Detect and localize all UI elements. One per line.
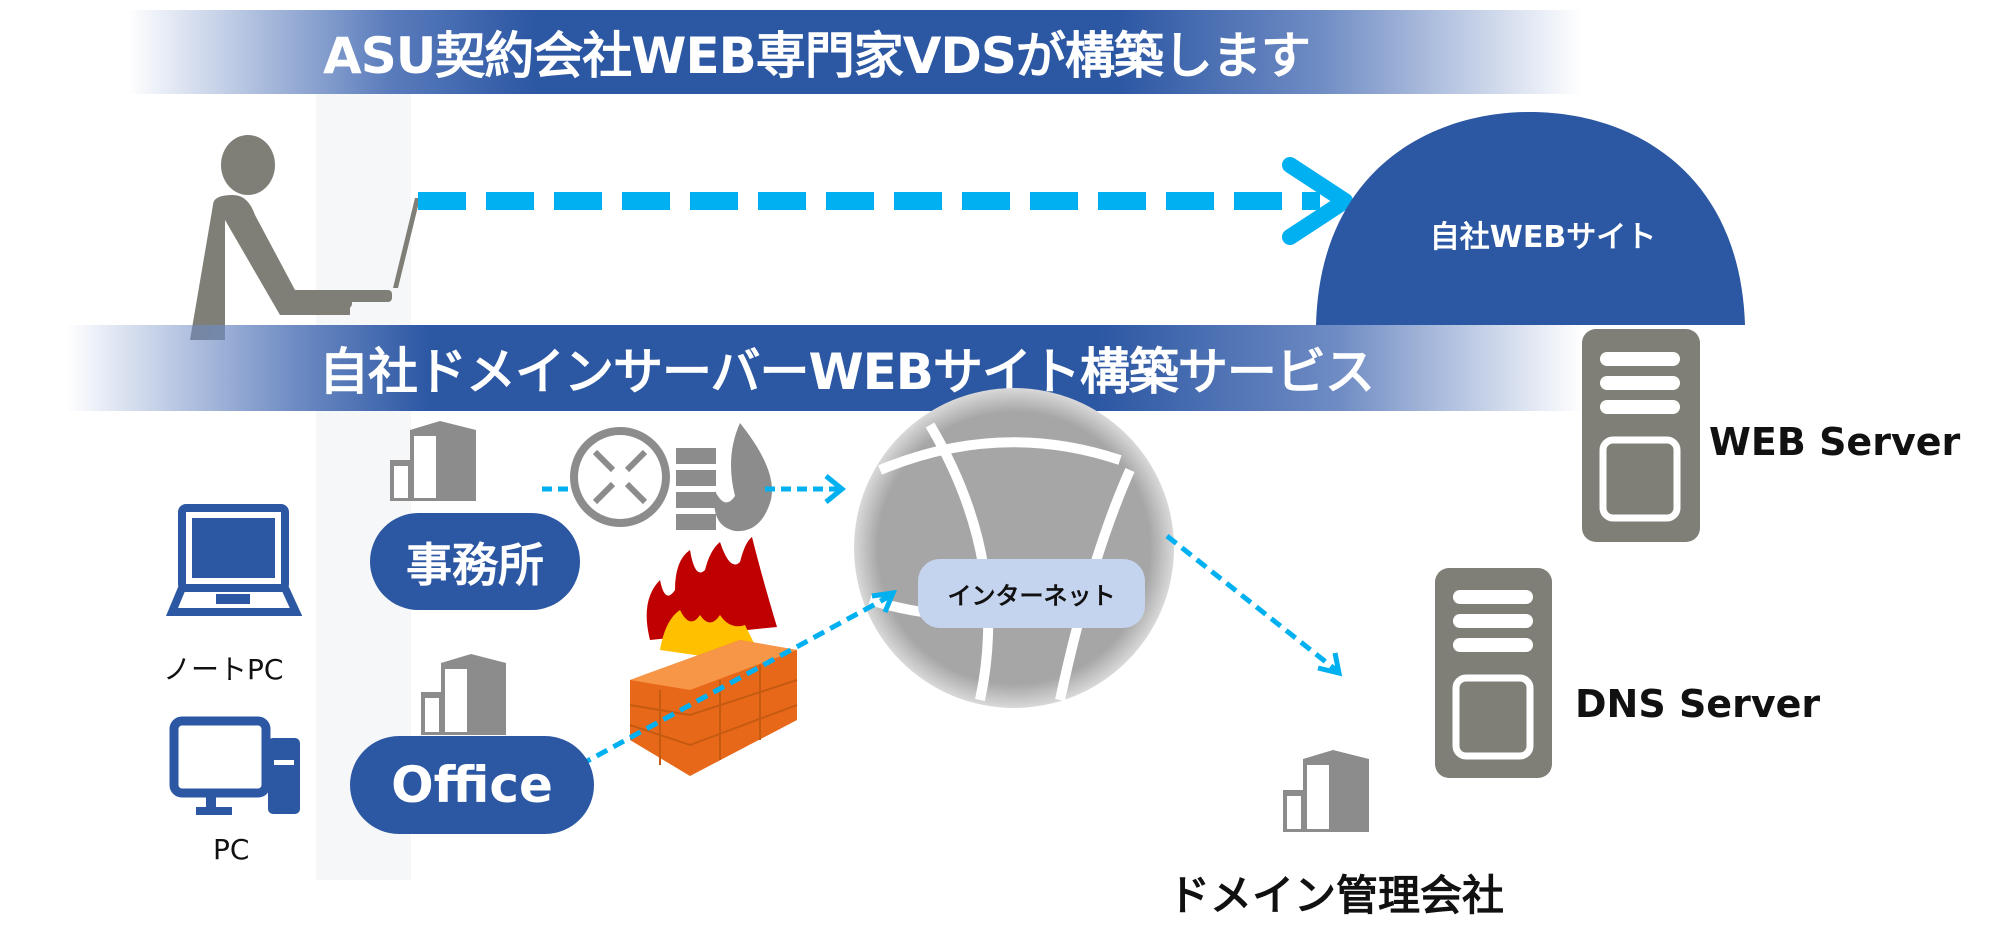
office-jp-building-icon xyxy=(390,421,476,501)
person-at-laptop-icon xyxy=(190,135,420,340)
dashed-arrow-to-website xyxy=(418,157,1353,245)
dns-server-label: DNS Server xyxy=(1575,682,1821,726)
dashed-arrow-office-router xyxy=(542,474,846,504)
service-banner: 自社ドメインサーバーWEBサイト構築サービス xyxy=(66,325,1582,411)
domain-company-label: ドメイン管理会社 xyxy=(1168,871,1505,920)
own-website-label: 自社WEBサイト xyxy=(1429,220,1657,255)
web-server-label: WEB Server xyxy=(1709,420,1961,464)
laptop-label: ノートPC xyxy=(163,653,284,686)
website-dome xyxy=(1316,112,1745,325)
pc-label: PC xyxy=(213,833,250,866)
service-banner-text: 自社ドメインサーバーWEBサイト構築サービス xyxy=(319,343,1375,401)
dashed-arrow-office-internet xyxy=(578,589,898,768)
domain-company-building-icon xyxy=(1283,750,1369,832)
router-icon xyxy=(570,427,670,527)
internet-pill: インターネット xyxy=(918,559,1145,628)
desktop-pc-icon xyxy=(169,716,300,815)
dns-server-icon xyxy=(1435,568,1552,778)
laptop-icon xyxy=(166,504,303,616)
office-jp-pill: 事務所 xyxy=(370,513,580,610)
header-banner: ASU契約会社WEB専門家VDSが構築します xyxy=(128,10,1582,94)
internet-globe-icon xyxy=(854,388,1174,708)
web-server-icon xyxy=(1582,329,1700,542)
firewall-icon xyxy=(676,423,772,532)
fire-wall-icon xyxy=(629,537,798,776)
office-en-building-icon xyxy=(421,654,506,735)
office-en-pill: Office xyxy=(350,736,594,834)
dashed-arrow-internet-domain xyxy=(1165,534,1343,677)
header-banner-text: ASU契約会社WEB専門家VDSが構築します xyxy=(323,27,1311,85)
